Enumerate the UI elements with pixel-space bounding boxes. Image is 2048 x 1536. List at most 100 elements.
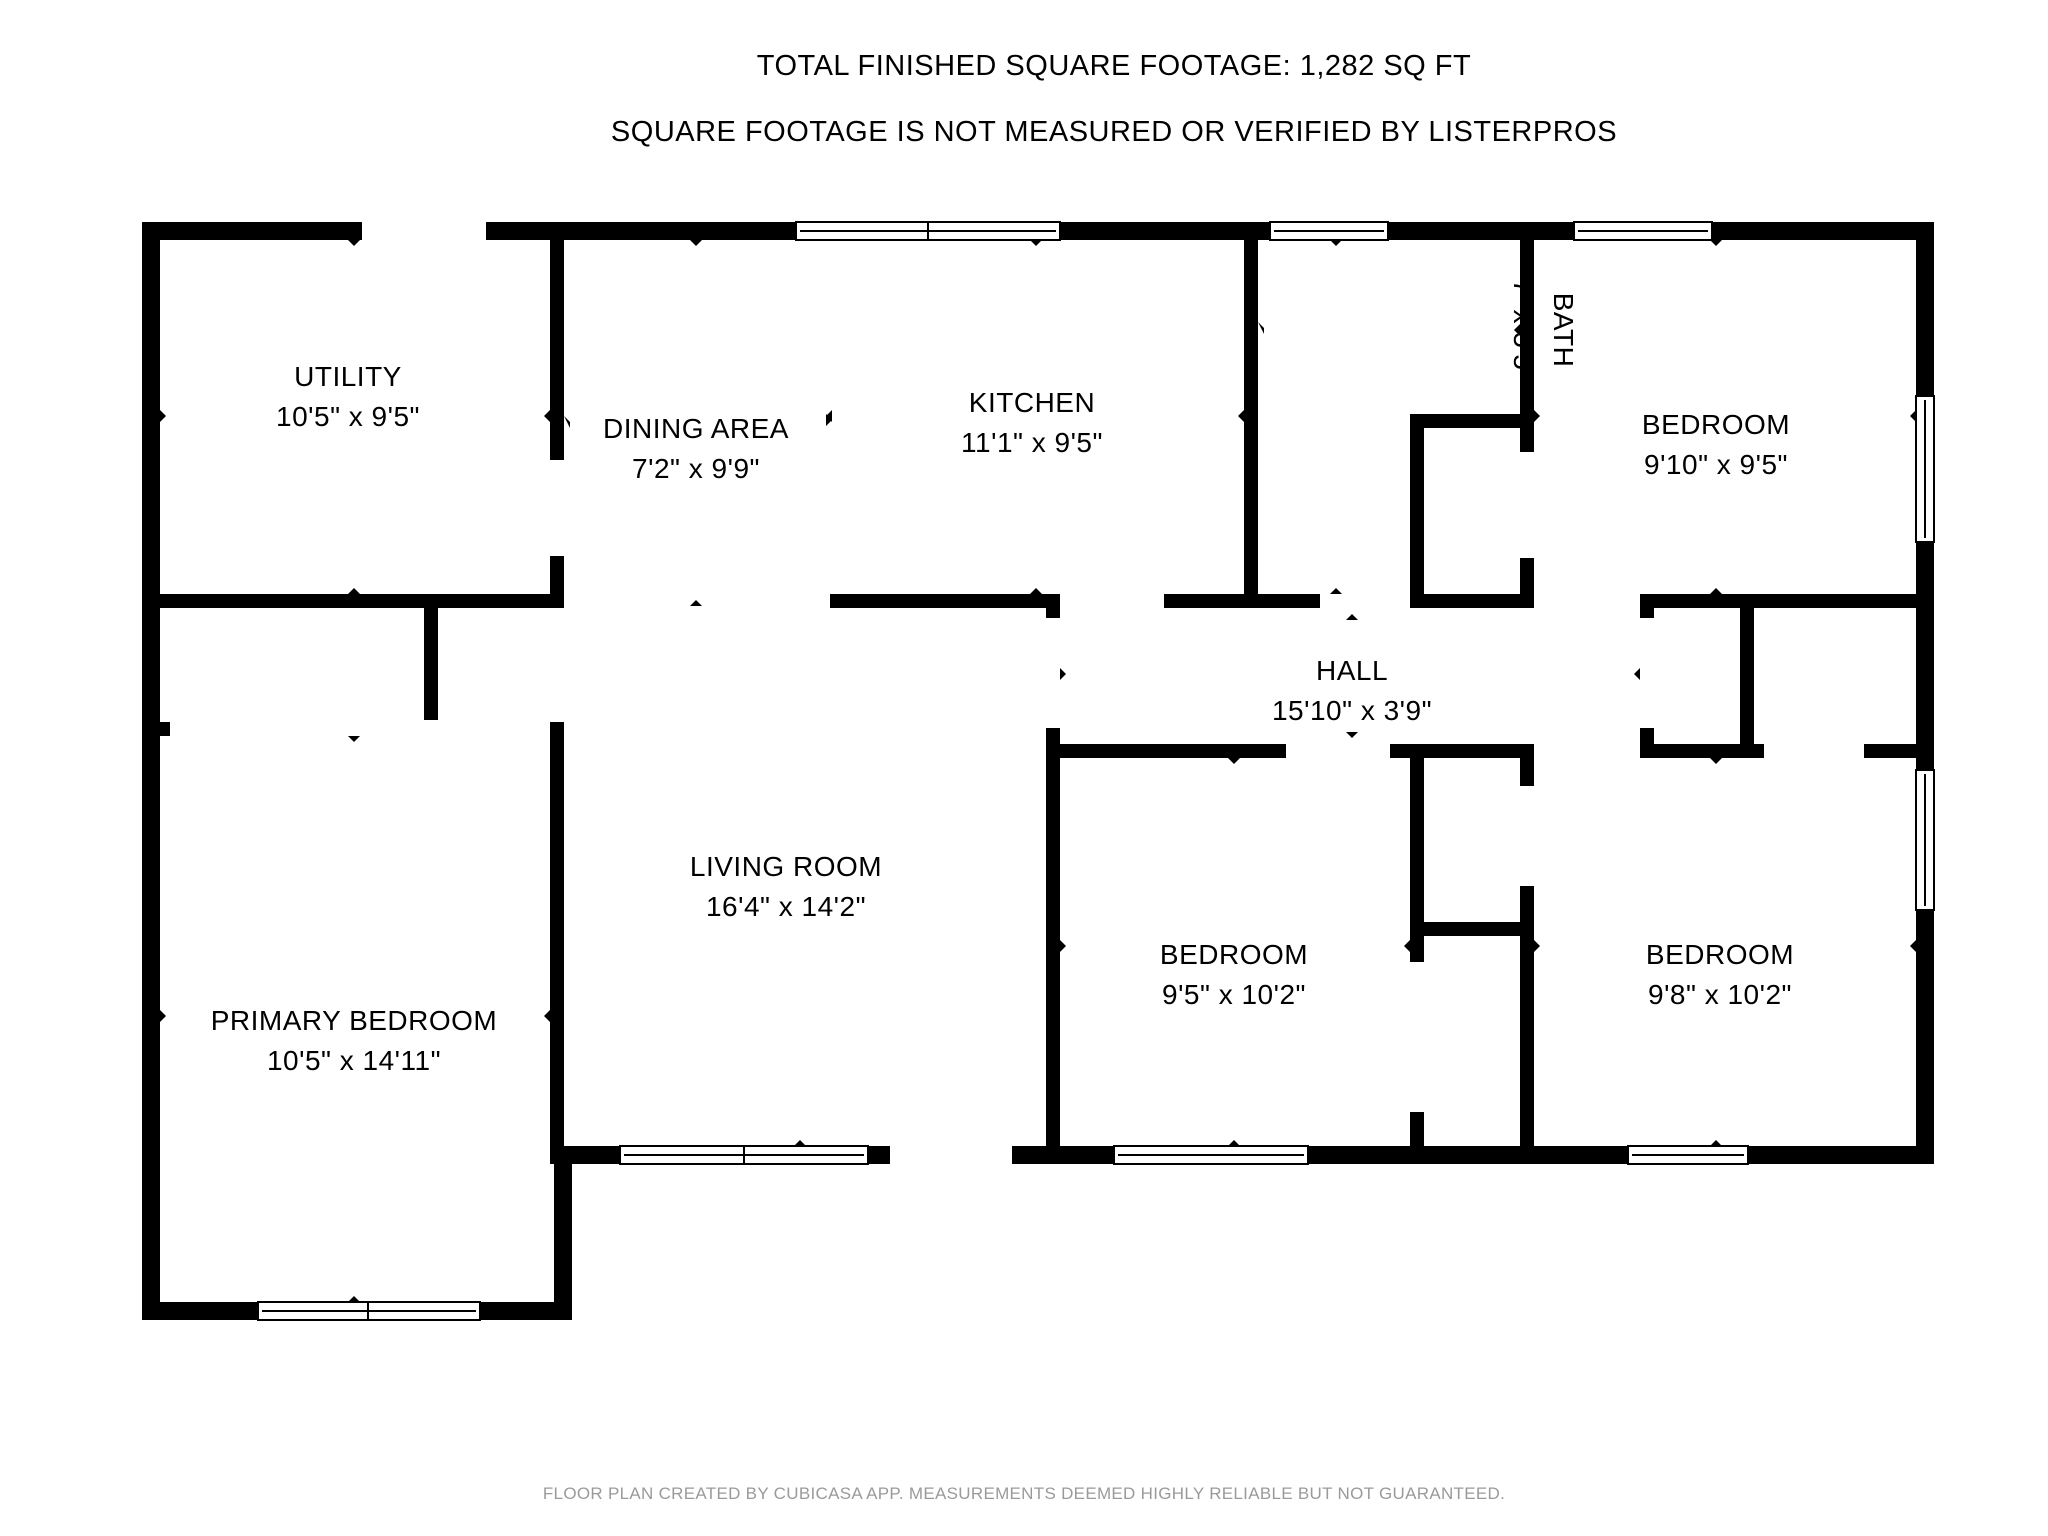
marker [1534, 410, 1540, 422]
marker [1710, 588, 1722, 594]
marker [1514, 324, 1520, 336]
door-se-bedroom-hall [1764, 742, 1864, 760]
door-ne-bedroom-hall [1534, 592, 1640, 610]
marker [794, 1140, 806, 1146]
wall-mid-bedroom-north [1046, 744, 1286, 758]
marker [690, 600, 702, 606]
wall-bath-closet-north [1410, 414, 1534, 428]
room-bath-name: BATH [1548, 293, 1579, 368]
marker [430, 660, 436, 672]
marker [1710, 758, 1722, 764]
door-bath-hall [1320, 592, 1410, 610]
door-mid-closet-lower [1408, 962, 1426, 1112]
marker [348, 1296, 360, 1302]
wall-bath-closet-west [1410, 414, 1424, 608]
door-front [890, 1144, 1012, 1166]
marker [1710, 240, 1722, 246]
wall-hall-closet-east [1740, 594, 1754, 758]
room-se-bedroom-dims: 9'8" x 10'2" [1648, 979, 1792, 1010]
marker [1228, 758, 1240, 764]
room-kitchen-name: KITCHEN [969, 387, 1095, 418]
door-kitchen-hall [1060, 592, 1164, 610]
dimension-markers [160, 240, 1916, 1302]
square-footage-disclaimer: SQUARE FOOTAGE IS NOT MEASURED OR VERIFI… [610, 116, 1618, 148]
window-ne-bedroom-east [1915, 395, 1935, 543]
wall-living-east [1046, 594, 1060, 1164]
marker [1330, 588, 1342, 594]
marker [348, 736, 360, 742]
room-utility-dims: 10'5" x 9'5" [276, 401, 420, 432]
door-mid-bedroom-hall [1286, 742, 1390, 760]
marker [544, 410, 550, 422]
marker [1228, 1140, 1240, 1146]
marker [1910, 410, 1916, 422]
room-kitchen-dims: 11'1" x 9'5" [961, 427, 1103, 458]
room-living-name: LIVING ROOM [690, 851, 882, 882]
marker [1258, 322, 1264, 334]
wall-closet-east [424, 594, 438, 736]
marker [1346, 732, 1358, 738]
window-primary-south [257, 1301, 481, 1321]
wall-primary-east [554, 1146, 572, 1320]
wall-mid-closet-divider [1410, 922, 1534, 936]
marker [826, 414, 832, 426]
marker [1346, 614, 1358, 620]
wall-right [1916, 222, 1934, 1164]
room-bath-dims: 7' x 5'5" [1508, 279, 1539, 380]
marker [1404, 940, 1410, 952]
room-ne-bedroom-name: BEDROOM [1642, 409, 1790, 440]
marker [1710, 1140, 1722, 1146]
wall-se-bedroom-north [1640, 744, 1764, 758]
window-living-south [619, 1145, 869, 1165]
marker [160, 1010, 166, 1022]
marker [1030, 240, 1042, 246]
room-se-bedroom-name: BEDROOM [1646, 939, 1794, 970]
wall-mid-bedroom-north-2 [1390, 744, 1530, 758]
total-square-footage-label: TOTAL FINISHED SQUARE FOOTAGE: 1,282 SQ … [756, 50, 1472, 82]
marker [1238, 410, 1244, 422]
room-utility-name: UTILITY [294, 361, 402, 392]
room-ne-bedroom-dims: 9'10" x 9'5" [1644, 449, 1788, 480]
marker [1534, 940, 1540, 952]
room-mid-bedroom-dims: 9'5" x 10'2" [1162, 979, 1306, 1010]
room-living-dims: 16'4" x 14'2" [706, 891, 866, 922]
room-primary-dims: 10'5" x 14'11" [267, 1045, 441, 1076]
marker [348, 240, 360, 246]
window-ne-bedroom-north [1573, 221, 1713, 241]
marker [1060, 940, 1066, 952]
door-hall-living [1044, 618, 1062, 728]
window-bath-north [1269, 221, 1389, 241]
room-hall-name: HALL [1316, 655, 1388, 686]
marker [1060, 668, 1066, 680]
window-se-bedroom-east [1915, 769, 1935, 911]
wall-primary-living [550, 722, 564, 1164]
marker [160, 410, 166, 422]
marker [544, 1010, 550, 1022]
window-se-bedroom-south [1627, 1145, 1749, 1165]
room-mid-bedroom-name: BEDROOM [1160, 939, 1308, 970]
door-closet-primary [170, 720, 550, 738]
wall-se-bedroom-north-2 [1864, 744, 1934, 758]
marker [348, 588, 360, 594]
marker [564, 416, 570, 428]
marker [1030, 588, 1042, 594]
wall-left [142, 222, 160, 1320]
door-hall-closet [1638, 618, 1656, 728]
door-utility-north [362, 220, 486, 242]
window-kitchen-north [795, 221, 1061, 241]
wall-utility-south [142, 594, 564, 608]
marker [1330, 240, 1342, 246]
footer-disclaimer: FLOOR PLAN CREATED BY CUBICASA APP. MEAS… [542, 1484, 1506, 1503]
room-labels: UTILITY 10'5" x 9'5" DINING AREA 7'2" x … [211, 279, 1794, 1076]
door-bath-ne-bedroom [1518, 452, 1536, 558]
room-dining-name: DINING AREA [603, 413, 789, 444]
door-utility-dining [548, 460, 566, 556]
marker [1634, 668, 1640, 680]
room-dining-dims: 7'2" x 9'9" [632, 453, 760, 484]
marker [690, 240, 702, 246]
wall-kitchen-east [1244, 222, 1258, 608]
door-openings [170, 220, 1864, 1166]
marker [1910, 940, 1916, 952]
room-hall-dims: 15'10" x 3'9" [1272, 695, 1432, 726]
